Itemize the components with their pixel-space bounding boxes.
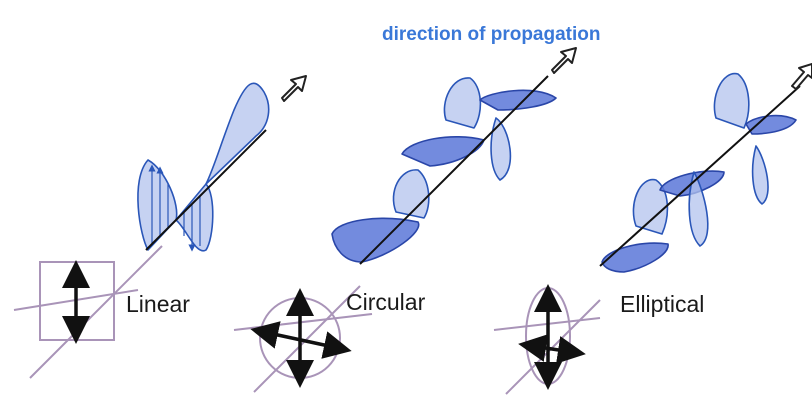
circular-propagation-axis <box>359 75 549 265</box>
elliptical-axis-tail <box>505 299 601 395</box>
linear-label: Linear <box>126 291 190 317</box>
linear-wave-lobe-3 <box>205 82 270 185</box>
circular-wave-light-2 <box>443 77 482 129</box>
elliptical-panel: Elliptical <box>493 63 812 395</box>
linear-panel: Linear <box>13 75 307 379</box>
circular-wave-light-3 <box>490 117 512 181</box>
elliptical-wave-dark-1 <box>601 242 669 273</box>
elliptical-wave-light-3 <box>713 72 750 129</box>
circular-frame-horizontal <box>233 313 373 331</box>
linear-wave-lobe-2 <box>175 183 214 252</box>
propagation-title: direction of propagation <box>382 24 601 45</box>
elliptical-wave-light-4 <box>751 145 769 205</box>
elliptical-wave-light-1 <box>632 179 669 235</box>
circular-wave-light-1 <box>392 169 430 219</box>
linear-field-vectors <box>148 164 201 252</box>
elliptical-propagation-axis <box>599 85 801 267</box>
circular-panel: Circular <box>233 47 577 393</box>
elliptical-polarization-vector-horizontal <box>518 334 586 364</box>
linear-axis-tail <box>29 245 163 379</box>
elliptical-wave-dark-3 <box>745 114 797 135</box>
circular-wave-dark-1 <box>331 217 420 263</box>
elliptical-label: Elliptical <box>620 291 704 317</box>
circular-direction-arrow <box>551 47 577 74</box>
elliptical-direction-arrow <box>791 63 812 90</box>
linear-wave-lobe-1 <box>137 159 178 251</box>
elliptical-wave-light-2 <box>688 171 709 247</box>
circular-polarization-vector-horizontal <box>250 321 352 359</box>
linear-direction-arrow <box>281 75 307 102</box>
circular-axis-tail <box>253 285 361 393</box>
circular-label: Circular <box>346 289 426 315</box>
linear-propagation-axis <box>145 129 267 251</box>
